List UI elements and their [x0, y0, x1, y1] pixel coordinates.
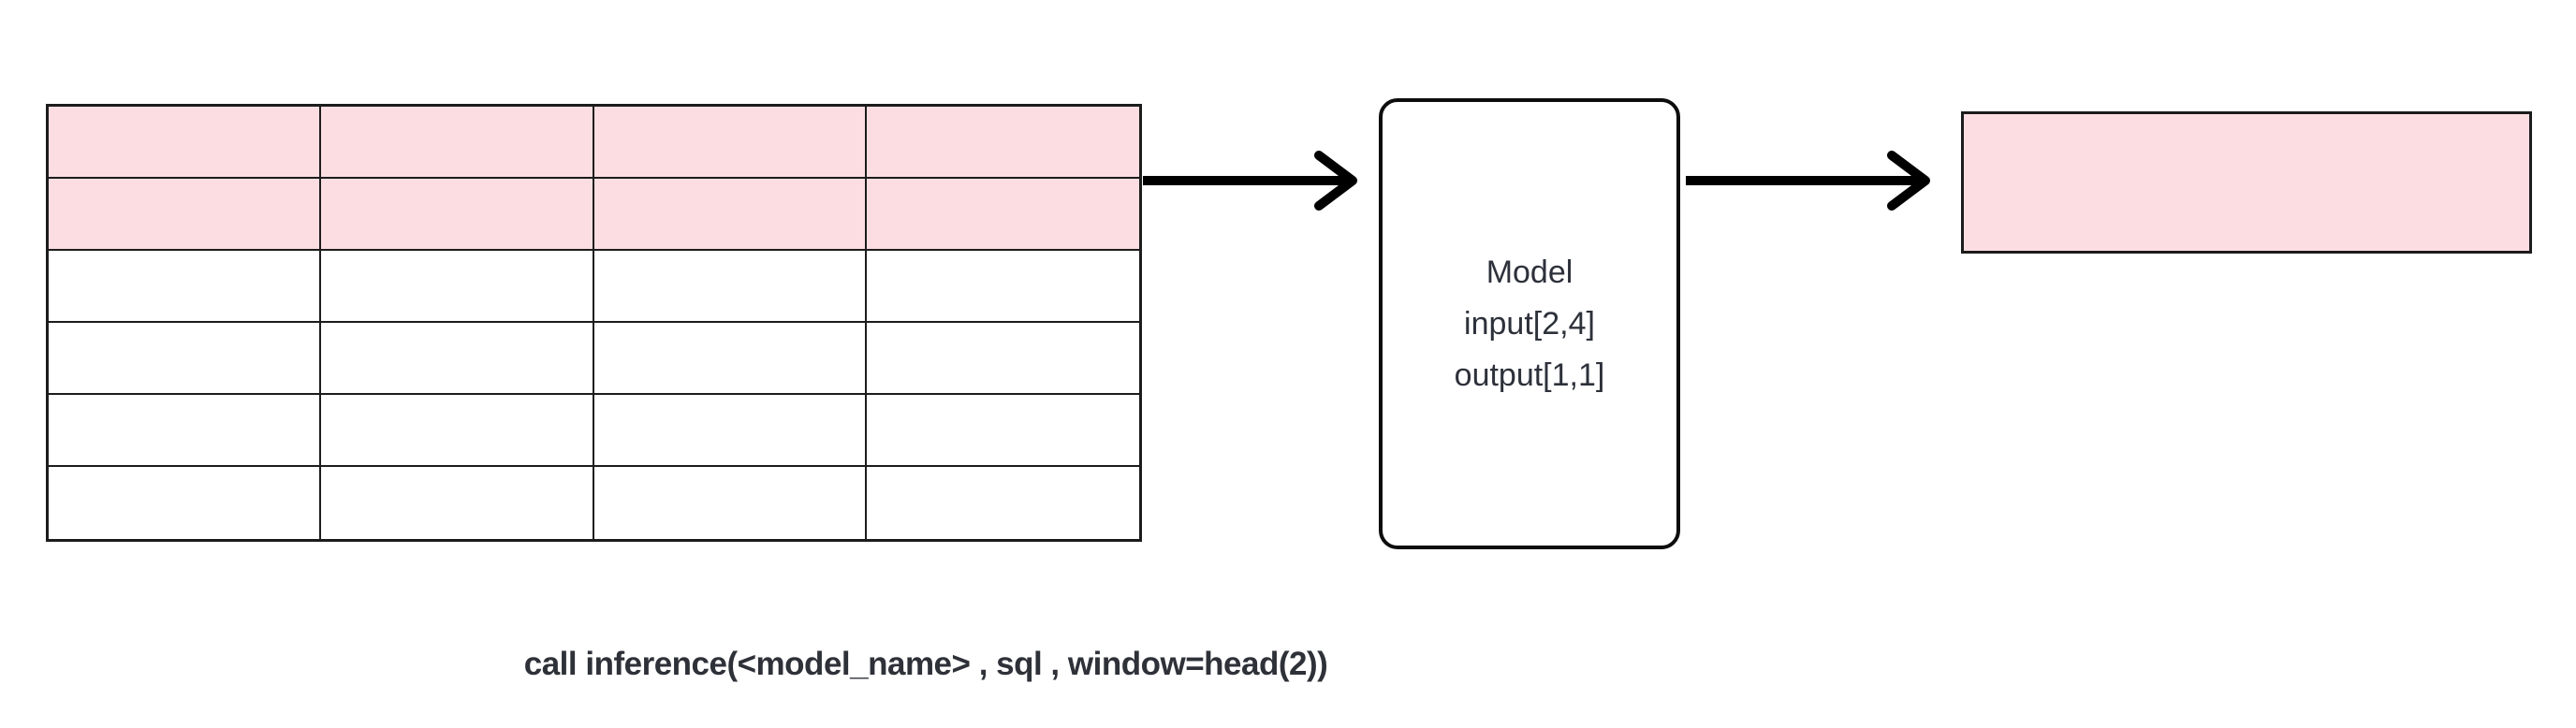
- table-cell: [593, 179, 867, 251]
- table-cell: [49, 107, 322, 179]
- input-table: [46, 104, 1142, 542]
- flow-arrow-table-to-model-icon: [1143, 151, 1357, 211]
- table-cell: [321, 107, 594, 179]
- flow-arrow-model-to-output-icon: [1686, 151, 1930, 211]
- table-cell: [49, 395, 322, 467]
- model-box: Model input[2,4] output[1,1]: [1379, 98, 1680, 549]
- table-cell: [321, 395, 594, 467]
- table-cell: [593, 467, 867, 539]
- table-cell: [49, 467, 322, 539]
- table-cell: [866, 323, 1139, 395]
- table-cell: [321, 323, 594, 395]
- table-cell: [49, 251, 322, 323]
- table-cell: [49, 323, 322, 395]
- table-cell: [321, 179, 594, 251]
- table-cell: [866, 179, 1139, 251]
- table-cell: [593, 107, 867, 179]
- table-cell: [866, 467, 1139, 539]
- table-cell: [593, 323, 867, 395]
- table-cell: [866, 395, 1139, 467]
- output-box: [1961, 111, 2532, 254]
- table-cell: [866, 251, 1139, 323]
- table-cell: [321, 467, 594, 539]
- table-cell: [593, 395, 867, 467]
- model-box-output-shape: output[1,1]: [1454, 357, 1605, 393]
- model-box-input-shape: input[2,4]: [1464, 305, 1595, 342]
- caption: call inference(<model_name> , sql , wind…: [523, 646, 1328, 682]
- model-box-title: Model: [1486, 254, 1573, 290]
- table-cell: [593, 251, 867, 323]
- table-cell: [866, 107, 1139, 179]
- table-cell: [49, 179, 322, 251]
- table-cell: [321, 251, 594, 323]
